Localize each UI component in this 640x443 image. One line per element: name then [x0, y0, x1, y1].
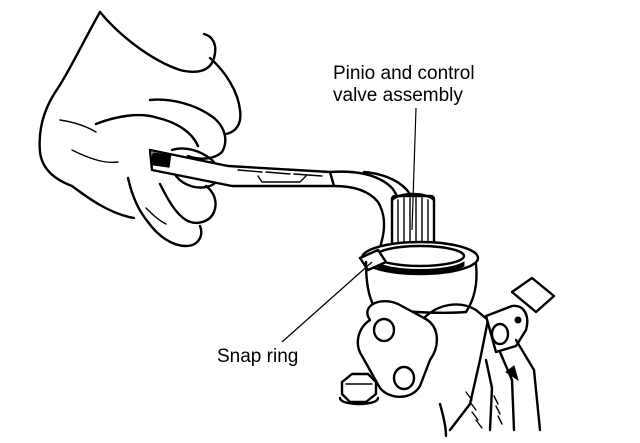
- hand-drawing: [38, 10, 242, 248]
- pinion-leader-line: [411, 107, 417, 231]
- gear-housing-drawing: [356, 240, 556, 438]
- snap-ring-callout: Snap ring: [217, 346, 299, 367]
- pinion-callout-line-1: Pinio and control: [333, 63, 475, 84]
- pinion-callout-line-2: valve assembly: [333, 85, 463, 106]
- pinion-valve-callout: Pinio and control valve assembly: [333, 63, 475, 107]
- bolt-plug-drawing: [338, 372, 380, 406]
- snap-ring-pliers-drawing: [148, 148, 418, 258]
- snap-ring-leader-line: [281, 261, 373, 343]
